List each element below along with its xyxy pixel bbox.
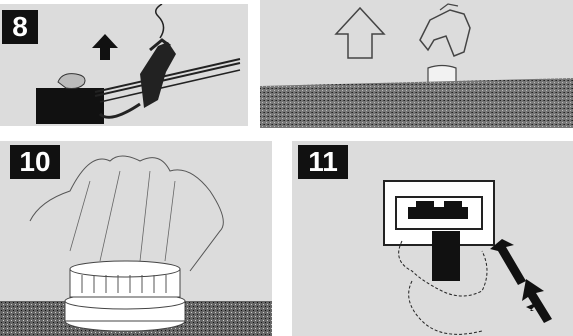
up-arrow-outline-icon [336, 8, 384, 58]
step-10-panel: 10 [0, 141, 272, 336]
cartridge-insert-illustration [292, 141, 573, 336]
knob-turn-illustration [0, 141, 272, 336]
up-arrow-icon [92, 34, 118, 60]
double-arrow-icon [490, 239, 552, 323]
cable-clip-illustration [0, 4, 248, 126]
step-8-panel: 8 [0, 4, 248, 126]
black-block [36, 88, 104, 124]
ground [260, 78, 573, 128]
step-11-panel: 11 [292, 141, 573, 336]
lift-illustration [260, 0, 573, 128]
step-9-panel [260, 0, 573, 128]
